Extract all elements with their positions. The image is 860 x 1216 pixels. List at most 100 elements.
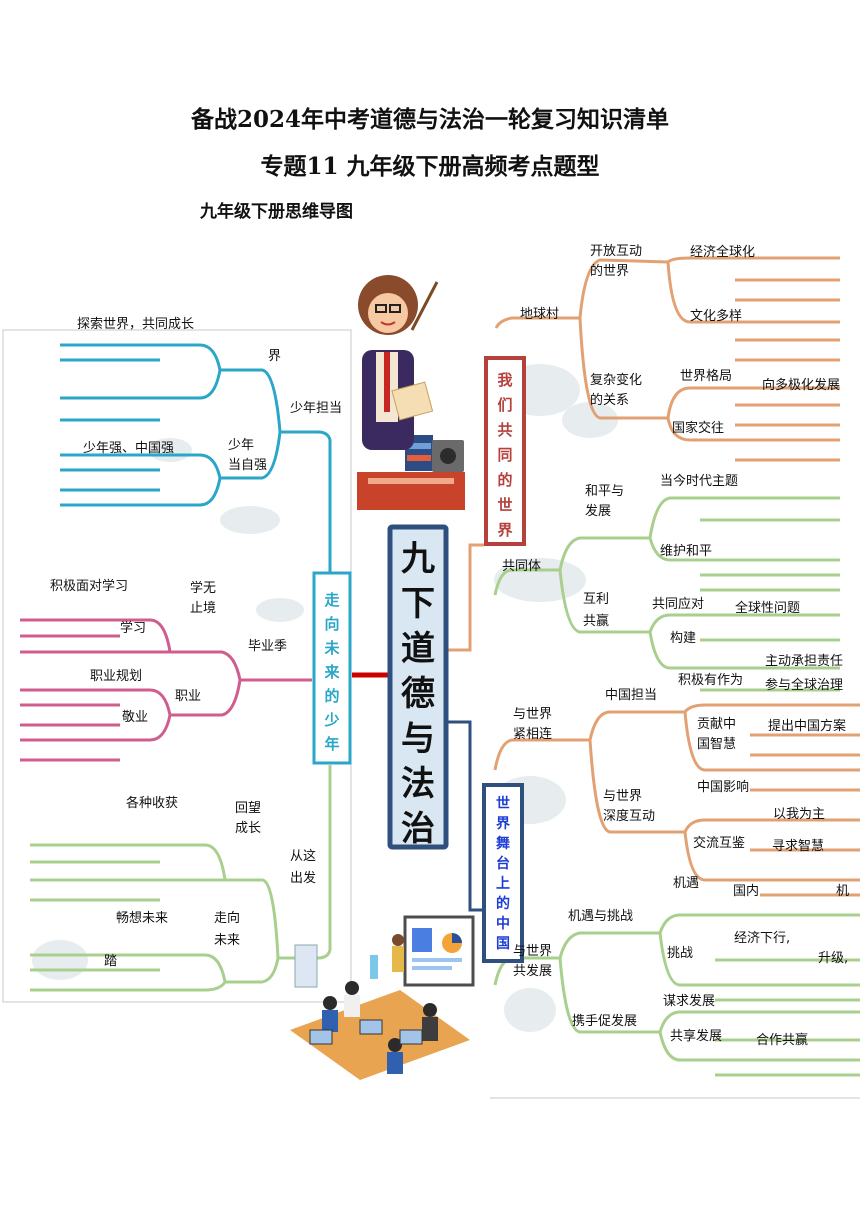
- svg-text:与世界: 与世界: [603, 789, 642, 804]
- branch-world-title-char: 们: [497, 396, 512, 414]
- branch-china-title-char: 中: [496, 915, 510, 932]
- svg-text:各种收获: 各种收获: [126, 795, 178, 811]
- center-topic-char: 下: [401, 584, 435, 624]
- svg-text:未来: 未来: [214, 933, 240, 948]
- branch-china-title-char: 台: [496, 855, 510, 872]
- branch-china-title-char: 国: [496, 936, 510, 952]
- svg-text:开放互动: 开放互动: [590, 244, 642, 259]
- meeting-illustration: [290, 915, 475, 1080]
- branch-future-title-char: 走: [324, 591, 339, 609]
- branch-future-blue-lines: [60, 343, 332, 575]
- svg-text:文化多样: 文化多样: [690, 308, 742, 324]
- document-subtitle: 专题11 九年级下册高频考点题型: [260, 153, 600, 180]
- branch-future-title-char: 未: [323, 639, 340, 657]
- svg-text:探索世界，共同成长: 探索世界，共同成长: [77, 317, 194, 332]
- svg-text:交流互鉴: 交流互鉴: [693, 835, 745, 851]
- center-topic-char: 法: [401, 764, 435, 804]
- svg-text:参与全球治理: 参与全球治理: [765, 677, 843, 693]
- svg-text:提出中国方案: 提出中国方案: [768, 718, 846, 734]
- branch-world-title-char: 同: [497, 446, 512, 464]
- branch-future-title-char: 年: [324, 735, 339, 753]
- branch-future-title-char: 少: [323, 711, 339, 729]
- branch-future-green-lines: [30, 765, 332, 992]
- svg-text:和平与: 和平与: [585, 484, 624, 499]
- branch-world-title-char: 界: [497, 521, 512, 539]
- svg-text:国家交往: 国家交往: [672, 420, 724, 436]
- svg-text:界: 界: [268, 349, 281, 364]
- svg-text:共赢: 共赢: [583, 613, 609, 629]
- branch-world-lines: [494, 256, 840, 462]
- branch-world-title-char: 我: [497, 371, 512, 389]
- svg-text:机遇与挑战: 机遇与挑战: [568, 909, 633, 924]
- branch-china-title-char: 的: [496, 895, 510, 912]
- svg-text:紧相连: 紧相连: [513, 726, 552, 742]
- svg-text:中国担当: 中国担当: [605, 688, 657, 703]
- svg-text:积极有作为: 积极有作为: [678, 673, 743, 688]
- branch-future-title-char: 的: [324, 687, 339, 705]
- branch-world-title-char: 共: [497, 421, 512, 439]
- svg-text:的关系: 的关系: [590, 392, 629, 408]
- svg-text:学习: 学习: [120, 620, 146, 636]
- svg-text:世界格局: 世界格局: [680, 368, 732, 384]
- svg-text:合作共赢: 合作共赢: [756, 1032, 808, 1048]
- svg-text:毕业季: 毕业季: [248, 639, 287, 654]
- branch-world-title-char: 的: [497, 471, 512, 489]
- svg-text:复杂变化: 复杂变化: [590, 372, 642, 388]
- branch-china-title-char: 世: [496, 795, 510, 812]
- label-diqiucun: 地球村: [520, 307, 559, 322]
- svg-text:维护和平: 维护和平: [660, 544, 712, 559]
- svg-text:中国影响: 中国影响: [697, 779, 749, 795]
- svg-text:止境: 止境: [190, 601, 216, 616]
- svg-text:少年强、中国强: 少年强、中国强: [83, 441, 174, 456]
- branch-china-orange-lines: [493, 703, 860, 897]
- svg-text:当今时代主题: 当今时代主题: [660, 473, 738, 489]
- center-topic-char: 九: [401, 539, 435, 579]
- svg-text:与世界: 与世界: [513, 944, 552, 959]
- svg-text:少年担当: 少年担当: [290, 401, 342, 416]
- svg-text:互利: 互利: [583, 592, 609, 607]
- labels-future: 探索世界，共同成长 界 少年担当 少年强、中国强 少年 当自强 积极面对学习 学…: [50, 317, 342, 969]
- svg-text:共同体: 共同体: [502, 559, 541, 574]
- branch-china-title-char: 界: [496, 816, 511, 832]
- connector-china: [448, 720, 484, 912]
- svg-text:国内: 国内: [733, 883, 759, 899]
- svg-text:机遇: 机遇: [673, 876, 699, 891]
- branch-future-title-char: 来: [323, 663, 340, 681]
- svg-text:共同应对: 共同应对: [652, 596, 704, 612]
- svg-text:走向: 走向: [214, 910, 240, 926]
- svg-text:经济全球化: 经济全球化: [690, 244, 755, 260]
- svg-text:以我为主: 以我为主: [773, 807, 825, 822]
- svg-text:发展: 发展: [585, 503, 611, 519]
- svg-text:学无: 学无: [190, 580, 216, 596]
- svg-text:少年: 少年: [228, 438, 254, 453]
- svg-text:主动承担责任: 主动承担责任: [765, 654, 843, 669]
- teacher-illustration: [357, 275, 465, 510]
- svg-text:踏: 踏: [104, 954, 117, 969]
- document-title: 备战2024年中考道德与法治一轮复习知识清单: [190, 106, 669, 133]
- svg-text:向多极化发展: 向多极化发展: [762, 377, 840, 393]
- svg-text:职业规划: 职业规划: [90, 669, 142, 684]
- branch-future-title-char: 向: [324, 615, 339, 633]
- svg-text:畅想未来: 畅想未来: [116, 910, 168, 926]
- branch-china-title-char: 舞: [496, 835, 510, 852]
- svg-text:寻求智慧: 寻求智慧: [772, 838, 824, 854]
- center-topic-char: 德: [401, 674, 435, 714]
- svg-text:谋求发展: 谋求发展: [663, 993, 715, 1009]
- svg-text:携手促发展: 携手促发展: [572, 1013, 637, 1029]
- svg-text:的世界: 的世界: [590, 263, 629, 279]
- svg-text:构建: 构建: [670, 631, 696, 646]
- svg-text:贡献中: 贡献中: [697, 717, 736, 732]
- center-topic-char: 与: [401, 719, 435, 759]
- section-heading: 九年级下册思维导图: [200, 202, 353, 222]
- svg-text:出发: 出发: [290, 870, 316, 886]
- labels-world: 地球村 开放互动 的世界 经济全球化 文化多样 复杂变化 的关系 世界格局 向多…: [502, 244, 843, 693]
- connector-world: [448, 543, 484, 652]
- svg-text:升级,: 升级,: [818, 951, 848, 966]
- branch-china-green-lines: [493, 913, 860, 1077]
- labels-china: 与世界 紧相连 中国担当 贡献中 国智慧 提出中国方案 中国影响 与世界 深度互…: [513, 688, 849, 1048]
